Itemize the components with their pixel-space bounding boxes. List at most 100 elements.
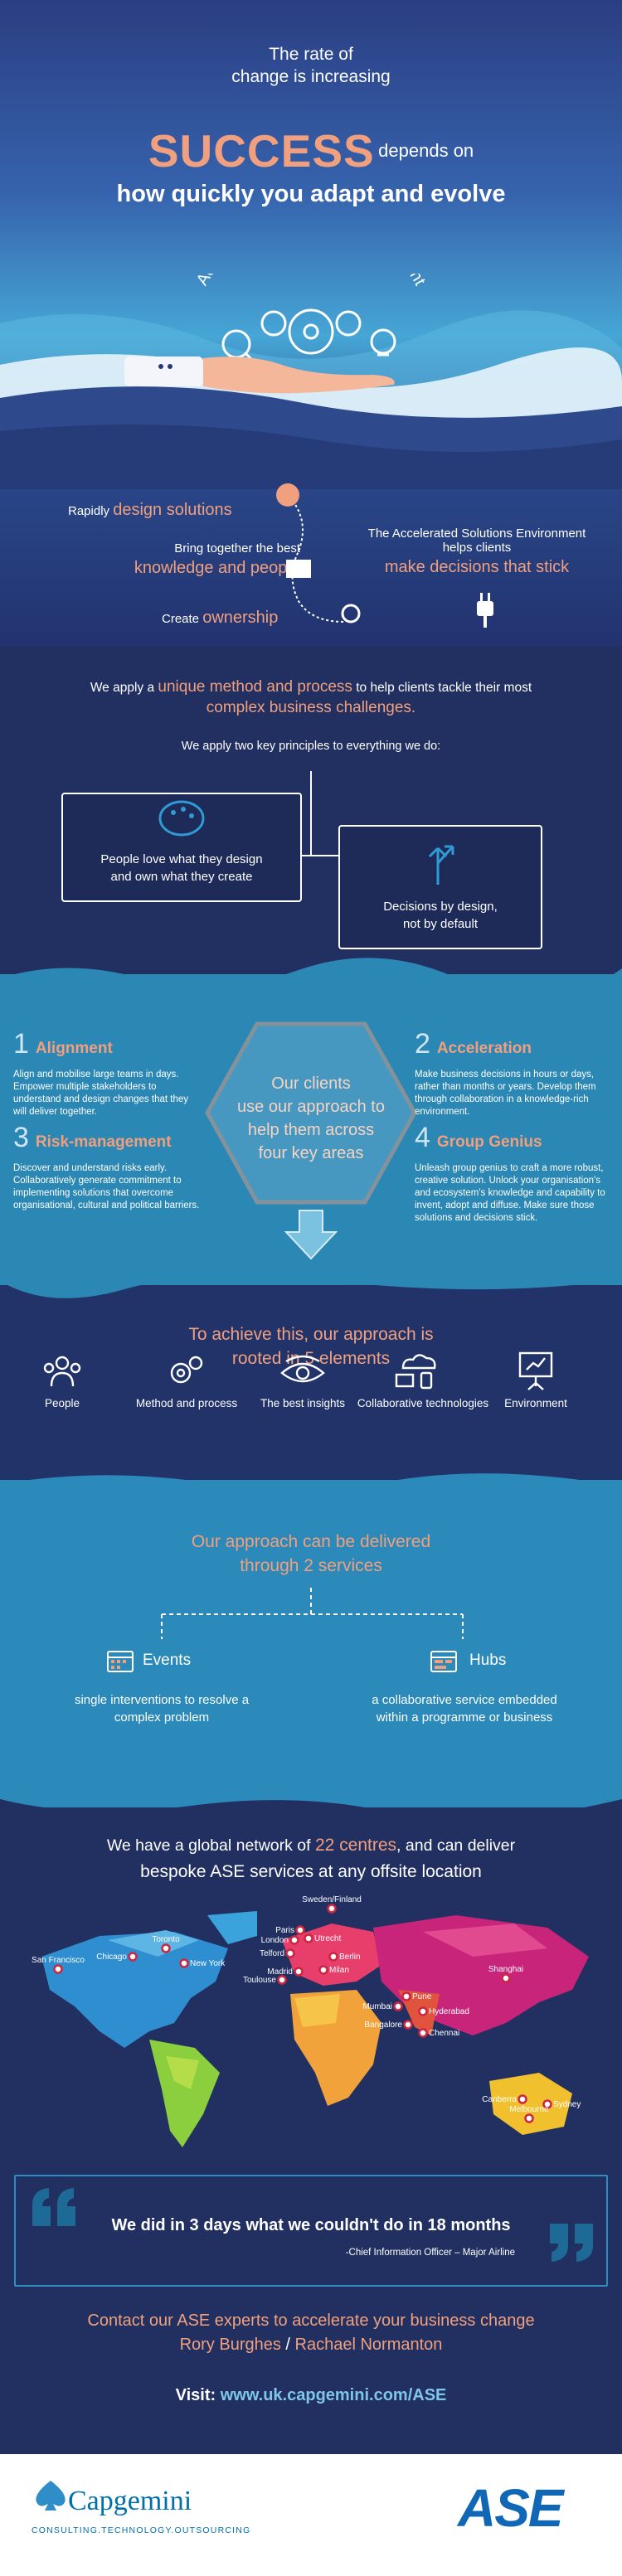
- city-label: Berlin: [339, 1953, 361, 1962]
- area-1-title: Alignment: [35, 1040, 113, 1057]
- footer-curve: [0, 2454, 622, 2475]
- hexagon-text: Our clients use our approach to help the…: [203, 1072, 419, 1165]
- center-line1: Our clients: [271, 1075, 351, 1093]
- city-marker: [285, 1948, 295, 1958]
- area-2-text: Make business decisions in hours or days…: [415, 1070, 596, 1117]
- principles-section: We apply a unique method and process to …: [0, 647, 622, 974]
- plug-icon: [477, 593, 493, 628]
- area-4-text: Unleash group genius to craft a more rob…: [415, 1163, 605, 1223]
- hero-success-line: SUCCESS depends on: [0, 124, 622, 177]
- city-marker: [328, 1952, 338, 1962]
- wave-divider-3: [0, 1473, 622, 1505]
- item-decisions-pre2: helps clients: [442, 541, 512, 555]
- city-marker: [518, 2094, 527, 2104]
- network-section: We have a global network of 22 centres, …: [0, 1807, 622, 2576]
- network-l1c: , and can deliver: [396, 1836, 516, 1855]
- hero-adapt: how quickly you adapt and evolve: [116, 181, 506, 207]
- area-3: 3 Risk-management Discover and understand…: [13, 1122, 200, 1212]
- events-label: Events: [143, 1652, 192, 1669]
- services-connector: [161, 1588, 464, 1639]
- element-collab: Collaborative technologies: [357, 1397, 489, 1409]
- area-3-title: Risk-management: [35, 1133, 172, 1151]
- hand-icon: [124, 357, 395, 394]
- hubs-label: Hubs: [469, 1652, 507, 1669]
- city-label: Milan: [329, 1966, 349, 1975]
- visit-link[interactable]: www.uk.capgemini.com/ASE: [220, 2386, 447, 2404]
- gears-icon: [260, 308, 362, 355]
- hubs-line1: a collaborative service embedded: [372, 1693, 557, 1707]
- city-label: Shanghai: [488, 1965, 523, 1974]
- hero-line2: change is increasing: [231, 67, 391, 86]
- capgemini-brand: Capgemini: [68, 2486, 192, 2516]
- item-knowledge-label: knowledge and people: [134, 559, 300, 577]
- hero-intro: The rate of change is increasing: [0, 43, 622, 88]
- area-2-num: 2: [415, 1028, 430, 1060]
- contact-line1: Contact our ASE experts to accelerate yo…: [87, 2312, 535, 2330]
- area-2-title: Acceleration: [436, 1040, 532, 1057]
- key-icon: [341, 604, 361, 623]
- idea-path: [276, 483, 361, 623]
- area-1-num: 1: [13, 1028, 29, 1060]
- center-line2: use our approach to: [237, 1098, 385, 1116]
- intro-a: We apply a: [90, 681, 158, 695]
- item-knowledge: Bring together the best knowledge and pe…: [68, 541, 300, 578]
- hexagon: [205, 1021, 417, 1205]
- center-line3: help them across: [247, 1121, 375, 1139]
- city-marker: [418, 2028, 428, 2038]
- services-title-line1: Our approach can be delivered: [191, 1532, 431, 1551]
- city-marker: [161, 1943, 171, 1953]
- city-label: Sydney: [553, 2100, 581, 2109]
- city-label: Pune: [412, 1992, 432, 2001]
- city-marker: [294, 1967, 304, 1977]
- visit-line: Visit: www.uk.capgemini.com/ASE: [0, 2386, 622, 2405]
- contact-name-2[interactable]: Rachael Normanton: [294, 2336, 443, 2354]
- city-label: Toulouse: [243, 1976, 276, 1985]
- city-label: Telford: [260, 1949, 284, 1958]
- city-marker: [128, 1952, 138, 1962]
- elements-title-line1: To achieve this, our approach is: [188, 1325, 434, 1344]
- city-marker: [53, 1964, 63, 1974]
- south-america: [149, 2040, 220, 2147]
- area-1-text: Align and mobilise large teams in days. …: [13, 1070, 188, 1117]
- area-3-num: 3: [13, 1122, 29, 1153]
- item-decisions-label: make decisions that stick: [384, 558, 570, 576]
- visit-label: Visit:: [175, 2386, 221, 2404]
- area-4-title: Group Genius: [436, 1133, 542, 1151]
- spade-logo-icon: [36, 2481, 66, 2511]
- principle-2-line2: not by default: [402, 917, 479, 931]
- principle-box-1: People love what they design and own wha…: [61, 793, 302, 902]
- footer: Capgemini CONSULTING.TECHNOLOGY.OUTSOURC…: [0, 2454, 622, 2576]
- palette-icon: [276, 483, 299, 507]
- contact-name-1[interactable]: Rory Burghes: [179, 2336, 281, 2354]
- quote-box: We did in 3 days what we couldn't do in …: [14, 2175, 608, 2287]
- area-3-text: Discover and understand risks early. Col…: [13, 1163, 200, 1210]
- city-label: Utrecht: [314, 1934, 341, 1943]
- north-america: [41, 1932, 228, 2048]
- principle-box-2: Decisions by design, not by default: [338, 825, 542, 949]
- direction-arrows-icon: [428, 845, 454, 885]
- area-2: 2 Acceleration Make business decisions in…: [415, 1028, 605, 1118]
- city-marker: [295, 1925, 305, 1935]
- network-title: We have a global network of 22 centres, …: [0, 1832, 622, 1885]
- hub-calendar-icon: [430, 1651, 457, 1672]
- contact-block: Contact our ASE experts to accelerate yo…: [0, 2309, 622, 2357]
- down-arrow-icon: [284, 1210, 338, 1260]
- principles-subtitle: We apply two key principles to everythin…: [181, 740, 441, 753]
- item-design-pre: Rapidly: [68, 504, 114, 518]
- city-label: Paris: [275, 1926, 294, 1935]
- intro-d: complex business challenges.: [206, 699, 416, 716]
- city-label: Chicago: [96, 1953, 127, 1962]
- gears-icon: [170, 1356, 203, 1384]
- events-description: single interventions to resolve a comple…: [37, 1691, 286, 1726]
- element-insights: The best insights: [260, 1397, 346, 1409]
- arc-title: Accelerated Solutions Environment: [193, 274, 430, 289]
- hero-section: The rate of change is increasing SUCCESS…: [0, 0, 622, 647]
- city-label: New York: [190, 1959, 226, 1968]
- intro-b: unique method and process: [158, 678, 352, 696]
- services-title: Our approach can be delivered through 2 …: [0, 1530, 622, 1578]
- city-label: Madrid: [267, 1967, 293, 1977]
- events-line2: complex problem: [114, 1710, 210, 1725]
